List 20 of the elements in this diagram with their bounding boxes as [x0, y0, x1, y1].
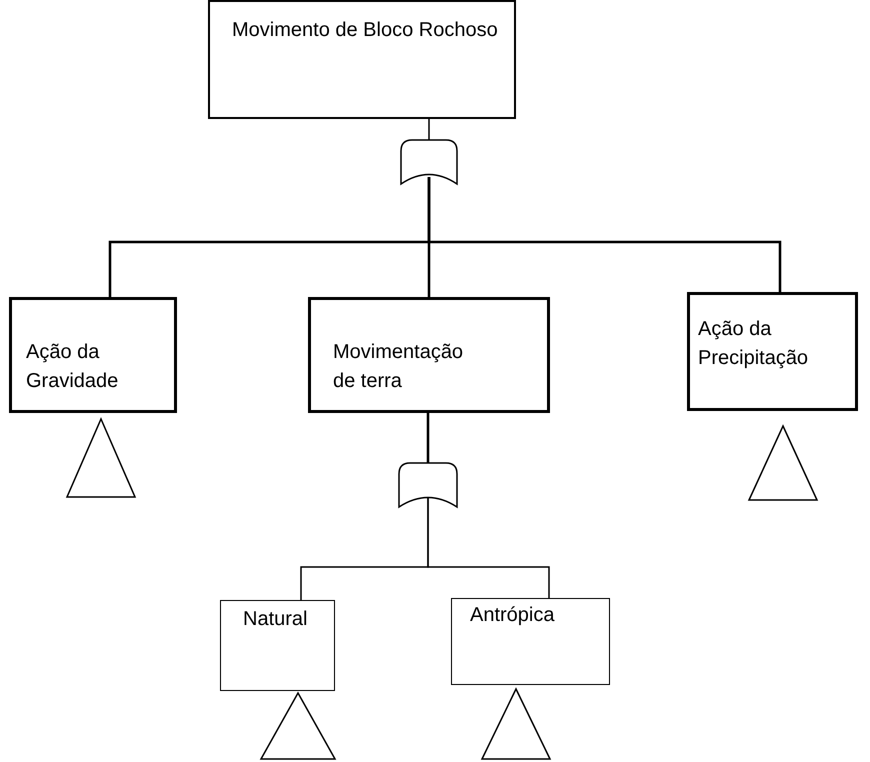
or-gate-symbol — [398, 462, 458, 508]
event-box — [220, 600, 335, 691]
event-label: Natural — [243, 607, 308, 632]
event-box — [208, 0, 516, 119]
event-label: Movimento de Bloco Rochoso — [232, 18, 499, 43]
event-box — [308, 297, 550, 413]
transfer-triangle — [480, 687, 552, 760]
event-box — [451, 598, 610, 685]
connector-line — [428, 177, 782, 292]
transfer-triangle — [66, 417, 136, 498]
transfer-triangle — [748, 424, 818, 501]
connector-line — [427, 498, 550, 598]
event-label: Antrópica — [470, 603, 556, 628]
event-label: Ação da Gravidade — [26, 340, 120, 394]
event-label: Movimentação de terra — [333, 340, 464, 394]
or-gate-symbol — [400, 139, 458, 185]
event-box — [687, 292, 858, 411]
event-label: Ação da Precipitação — [698, 317, 810, 371]
event-box — [9, 297, 177, 413]
transfer-triangle — [260, 691, 336, 760]
